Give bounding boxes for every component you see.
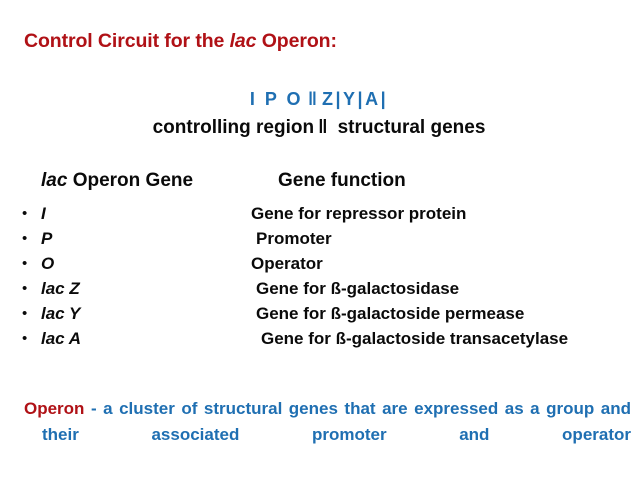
table-row: • lac A Gene for ß-galactoside transacetyl…: [0, 326, 638, 351]
region-caption-line: controlling region‖ structural genes: [0, 117, 638, 139]
definition-term: Operon: [24, 399, 85, 418]
double-bar-separator-icon: ‖: [308, 89, 318, 109]
table-row: • lac Y Gene for ß-galactoside permease: [0, 301, 638, 326]
double-bar-separator-icon: ‖: [318, 117, 328, 138]
gene-name-cell: O: [41, 254, 55, 273]
table-row: • I Gene for repressor protein: [0, 201, 638, 226]
table-row: • lac Z Gene for ß-galactosidase: [0, 276, 638, 301]
bullet-icon: •: [22, 255, 28, 272]
title-text-after: Operon:: [256, 30, 337, 52]
bullet-icon: •: [22, 205, 28, 222]
definition-body: - a cluster of structural genes that are…: [42, 399, 631, 444]
structural-genes-symbols: Z|Y|A|: [322, 89, 389, 109]
controlling-region-label: controlling region: [152, 117, 315, 138]
gene-function-cell: Gene for ß-galactoside transacetylase: [261, 329, 569, 348]
title-italic-lac: lac: [229, 30, 257, 52]
gene-function-cell: Gene for ß-galactoside permease: [256, 304, 525, 323]
gene-name-cell: lac A: [41, 329, 82, 348]
gene-name-cell: I: [41, 204, 46, 223]
bullet-icon: •: [22, 305, 28, 322]
page-title: Control Circuit for the lac Operon:: [24, 30, 337, 53]
controlling-region-symbols: I P O: [249, 89, 304, 109]
table-column-headers: lac Operon Gene Gene function: [0, 170, 638, 196]
structural-genes-label: structural genes: [337, 117, 486, 138]
header-italic-lac: lac: [41, 170, 68, 191]
gene-name-cell: lac Z: [41, 279, 80, 298]
gene-function-cell: Operator: [251, 254, 323, 273]
table-row: • O Operator: [0, 251, 638, 276]
title-text-before: Control Circuit for the: [24, 30, 230, 52]
gene-function-cell: Gene for repressor protein: [251, 204, 467, 223]
column-header-gene: lac Operon Gene: [41, 170, 193, 192]
bullet-icon: •: [22, 330, 28, 347]
gene-list: • I Gene for repressor protein • P Promoter • O…: [0, 201, 638, 351]
gene-name-cell: lac Y: [41, 304, 81, 323]
gene-function-cell: Gene for ß-galactosidase: [256, 279, 460, 298]
gene-function-cell: Promoter: [256, 229, 332, 248]
gene-name-cell: P: [41, 229, 53, 248]
bullet-icon: •: [22, 230, 28, 247]
gene-map-line: I P O‖Z|Y|A|: [0, 89, 638, 110]
operon-definition-paragraph: Operon - a cluster of structural genes t…: [24, 396, 631, 474]
column-header-function: Gene function: [278, 170, 406, 191]
header-gene-rest: Operon Gene: [67, 170, 194, 191]
bullet-icon: •: [22, 280, 28, 297]
table-row: • P Promoter: [0, 226, 638, 251]
